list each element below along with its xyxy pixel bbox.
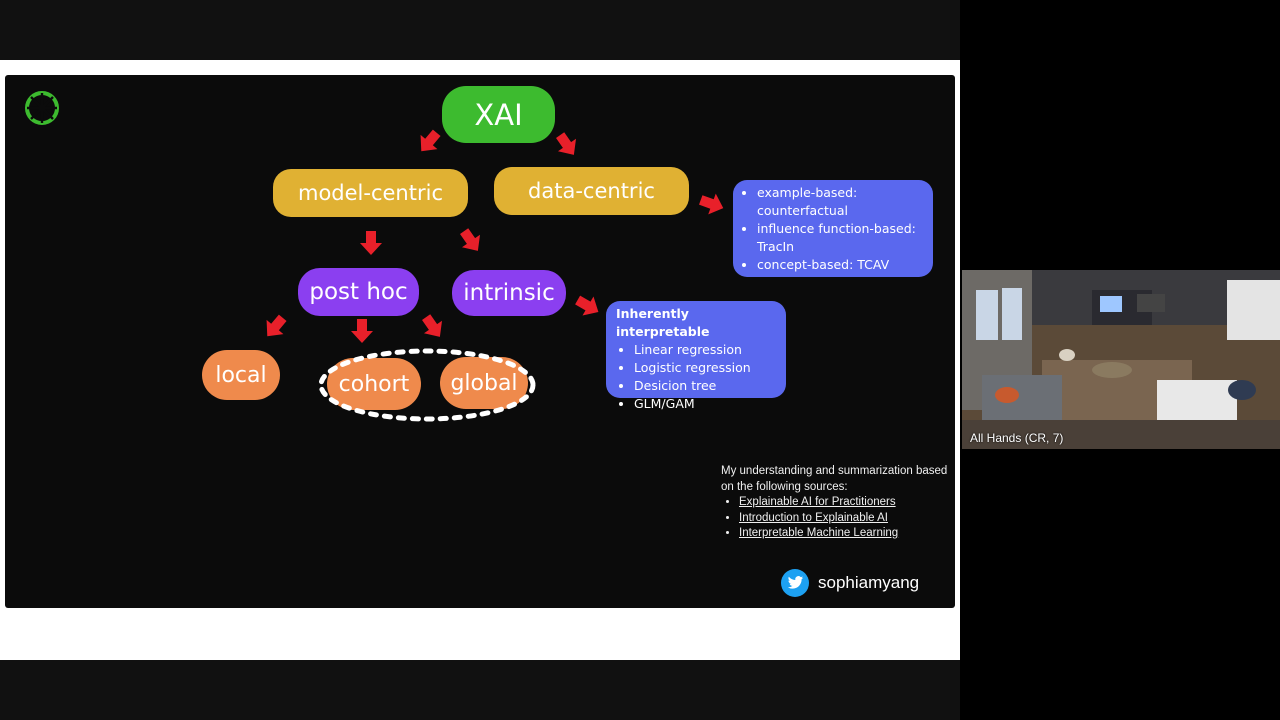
list-item: Linear regression [634, 341, 778, 359]
source-link-interpretable-ml[interactable]: Interpretable Machine Learning [739, 527, 899, 539]
dashed-group-outline [318, 348, 536, 422]
company-logo-icon [25, 91, 59, 125]
list-item: example-based: counterfactual [757, 184, 925, 220]
arrow-xai-model [412, 125, 446, 159]
list-item: Logistic regression [634, 359, 778, 377]
list-item: Desicion tree [634, 377, 778, 395]
arrow-xai-data [551, 128, 583, 162]
node-intrinsic: intrinsic [452, 270, 566, 316]
node-post-hoc: post hoc [298, 268, 419, 316]
list-item: GLM/GAM [634, 395, 778, 413]
twitter-credit: sophiamyang [781, 569, 919, 597]
arrow-model-intrinsic [455, 224, 487, 258]
node-local: local [202, 350, 280, 400]
sources-block: My understanding and summarization based… [721, 464, 951, 542]
bottom-black-bar [0, 660, 960, 720]
slide: XAI model-centric data-centric post hoc … [5, 75, 955, 608]
intrinsic-box-header: Inherently interpretable [616, 306, 710, 339]
node-cohort: cohort [327, 358, 421, 410]
intrinsic-methods-box: Inherently interpretable Linear regressi… [606, 301, 786, 411]
arrow-posthoc-cohort [351, 319, 373, 343]
top-black-bar [0, 0, 960, 60]
source-link-practitioners[interactable]: Explainable AI for Practitioners [739, 496, 896, 508]
arrow-model-posthoc [360, 231, 382, 255]
list-item: concept-based: TCAV [757, 256, 925, 274]
node-xai: XAI [442, 86, 555, 143]
source-link-intro-xai[interactable]: Introduction to Explainable AI [739, 511, 888, 524]
sources-intro: My understanding and summarization based… [721, 465, 948, 493]
data-centric-methods-box: example-based: counterfactual influence … [733, 180, 933, 277]
video-tile-label: All Hands (CR, 7) [970, 431, 1064, 445]
video-frame-image [962, 270, 1280, 449]
arrow-intrinsic-box [572, 290, 604, 322]
arrow-posthoc-global [417, 310, 449, 344]
participant-video-tile[interactable]: All Hands (CR, 7) [962, 270, 1280, 449]
node-data-centric: data-centric [494, 167, 689, 215]
twitter-bird-icon [781, 569, 809, 597]
twitter-handle: sophiamyang [818, 573, 920, 592]
arrow-data-box [696, 189, 728, 219]
list-item: influence function-based: TracIn [757, 220, 925, 256]
arrow-posthoc-local [258, 310, 292, 344]
node-model-centric: model-centric [273, 169, 468, 217]
